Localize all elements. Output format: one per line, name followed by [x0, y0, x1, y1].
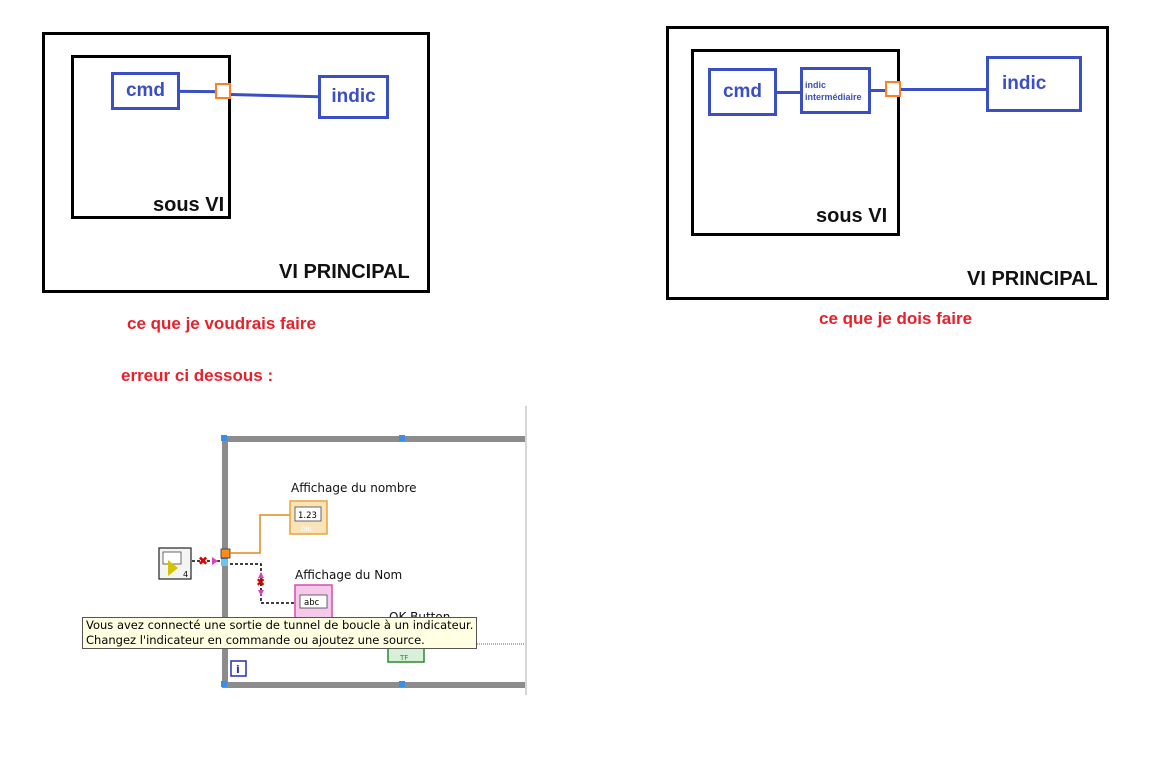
tooltip-line2: Changez l'indicateur en commande ou ajou… [86, 633, 425, 647]
while-loop-bottom [222, 682, 525, 688]
loop-tunnel-orange [220, 548, 231, 559]
right-tunnel [885, 81, 901, 97]
string-wire-arrow-up [258, 572, 264, 578]
handle-top-mid [399, 435, 405, 441]
affichage-nombre-label: Affichage du nombre [291, 481, 417, 495]
string-wire-arrow-down [258, 590, 264, 596]
bool-glyph: TF [399, 654, 408, 662]
subvi-screen [162, 551, 182, 565]
loop-index-terminal [230, 660, 247, 677]
right-cmd-control: cmd [708, 68, 777, 116]
right-main-vi-frame [666, 26, 1109, 300]
left-caption: ce que je voudrais faire [127, 314, 316, 333]
string-glyph: abc [304, 598, 320, 608]
right-cmd-label: cmd [722, 81, 763, 102]
handle-bottom-left [221, 681, 227, 687]
right-intermediate-label: indic intermédiaire [805, 79, 862, 102]
right-sub-vi-frame [691, 49, 900, 236]
left-sub-vi-frame [71, 55, 231, 219]
right-main-vi-label: VI PRINCIPAL [967, 268, 1098, 290]
numeric-wire [230, 514, 290, 554]
left-main-vi-label: VI PRINCIPAL [279, 261, 410, 283]
left-indic-indicator: indic [318, 75, 389, 119]
left-tunnel [215, 83, 231, 99]
right-wire-tunnel-to-indic [901, 88, 988, 91]
wire-arrow-pink [212, 557, 218, 565]
right-wire-cmd-to-intermediate [777, 91, 801, 94]
subvi-glyph [168, 560, 178, 576]
right-caption: ce que je dois faire [819, 309, 973, 328]
string-wire-broken [230, 563, 296, 604]
error-tooltip: Vous avez connecté une sortie de tunnel … [82, 617, 478, 649]
broken-x-icon-left: ✖ [198, 554, 208, 568]
numeric-type: DBL [301, 526, 314, 533]
subvi-count: 4 [183, 570, 188, 579]
handle-top-left [221, 435, 227, 441]
loop-index: i [236, 663, 240, 676]
left-sub-vi-label: sous VI [153, 194, 225, 216]
left-main-vi-frame [42, 32, 430, 293]
affichage-nom-label: Affichage du Nom [295, 568, 403, 582]
labview-block-diagram: 4 ✖ 1.23 DBL ✖ abc TF i [158, 406, 527, 695]
broken-x-icon-mid: ✖ [256, 576, 265, 589]
left-cmd-control: cmd [111, 72, 180, 110]
right-intermediate-indicator: indic intermédiaire [800, 67, 871, 114]
numeric-glyph: 1.23 [298, 511, 317, 521]
string-indicator-inner [299, 594, 328, 609]
left-wire-cmd-to-tunnel [179, 89, 217, 94]
left-cmd-label: cmd [125, 80, 166, 101]
tooltip-line1: Vous avez connecté une sortie de tunnel … [86, 618, 474, 632]
numeric-indicator-inner [294, 506, 322, 522]
left-indic-label: indic [331, 86, 376, 107]
right-sub-vi-label: sous VI [816, 205, 888, 227]
right-indic-label: indic [1002, 73, 1047, 94]
loop-tunnel-pink [221, 559, 228, 566]
right-indic-indicator: indic [986, 56, 1082, 112]
error-caption: erreur ci dessous : [121, 366, 274, 385]
while-loop-top [222, 436, 525, 442]
right-wire-intermediate-to-tunnel [871, 89, 886, 92]
handle-bottom-mid [399, 681, 405, 687]
